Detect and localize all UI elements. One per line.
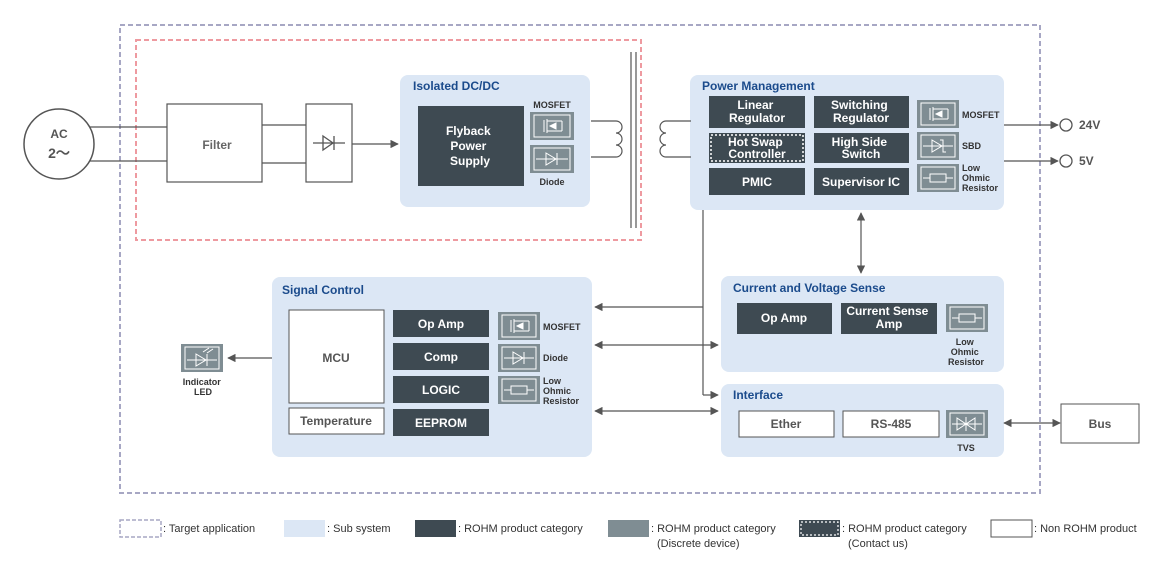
legend-discrete-label: : ROHM product category (Discrete device…	[651, 523, 779, 550]
pmic-label: PMIC	[742, 175, 772, 189]
flyback-power-supply	[418, 106, 524, 186]
supervisor-ic	[814, 168, 909, 195]
legend-contact-swatch	[799, 520, 840, 537]
pm-resistor-label: Low Ohmic Resistor	[962, 163, 999, 193]
contact-us-dotted-frame	[710, 134, 804, 162]
supervisor-ic-label: Supervisor IC	[822, 175, 900, 189]
legend-target-label: : Target application	[163, 523, 255, 535]
output-24v-label: 24V	[1079, 118, 1100, 132]
sc-mosfet-label: MOSFET	[543, 322, 581, 332]
sc-op-amp-label: Op Amp	[418, 317, 464, 331]
sc-logic-label: LOGIC	[422, 383, 460, 397]
bus-block	[1060, 403, 1140, 444]
output-5v-terminal	[1059, 154, 1073, 168]
mcu-label: MCU	[322, 351, 349, 365]
sc-resistor-label: Low Ohmic Resistor	[543, 376, 580, 406]
interface-title: Interface	[733, 388, 783, 402]
cv-resistor-label: Low Ohmic Resistor	[948, 337, 985, 367]
legend-non-rohm-label: : Non ROHM product	[1034, 523, 1137, 535]
ac-label: AC	[50, 127, 68, 141]
sc-op-amp	[393, 310, 489, 337]
ether-block	[738, 410, 835, 438]
led-icon	[184, 346, 220, 370]
legend-discrete-swatch	[608, 520, 649, 537]
diode-icon	[533, 147, 571, 171]
ac-source-icon	[23, 108, 95, 180]
flyback-label: Flyback Power Supply	[446, 124, 494, 168]
rs485-label: RS-485	[871, 417, 912, 431]
switching-regulator	[814, 96, 909, 128]
sc-diode-label: Diode	[543, 353, 568, 363]
pm-mosfet-label: MOSFET	[962, 110, 1000, 120]
legend-contact-label: : ROHM product category (Contact us)	[842, 523, 970, 550]
legend-subsystem-label: : Sub system	[327, 523, 391, 535]
isolated-mosfet-label: MOSFET	[533, 100, 571, 110]
cv-op-amp-label: Op Amp	[761, 311, 807, 325]
tvs-diode-icon	[949, 412, 985, 436]
ac-voltage-label: 2～	[48, 145, 70, 161]
mosfet-icon	[920, 102, 956, 126]
temperature-label: Temperature	[300, 414, 372, 428]
filter-label: Filter	[202, 138, 232, 152]
sc-logic	[393, 376, 489, 403]
sc-eeprom	[393, 409, 489, 436]
output-24v-terminal	[1059, 118, 1073, 132]
resistor-icon	[949, 306, 985, 330]
isolated-diode-label: Diode	[539, 177, 564, 187]
sbd-diode-icon	[920, 134, 956, 158]
legend-non-rohm-swatch	[990, 519, 1033, 538]
rectifier-diode-icon	[313, 134, 345, 152]
temperature-block	[288, 407, 385, 435]
legend-rohm-swatch	[415, 520, 456, 537]
legend-target-swatch	[119, 519, 162, 538]
bus-label: Bus	[1089, 417, 1112, 431]
hot-swap-controller	[709, 133, 805, 163]
target-application-boundary	[119, 24, 1041, 494]
legend-subsystem-swatch	[284, 520, 325, 537]
current-voltage-title: Current and Voltage Sense	[733, 281, 886, 295]
tvs-label: TVS	[957, 443, 975, 453]
resistor-icon	[501, 378, 537, 402]
signal-control-title: Signal Control	[282, 283, 364, 297]
ether-label: Ether	[771, 417, 802, 431]
legend-contact-dotted-frame	[800, 521, 839, 536]
current-sense-amp-label: Current Sense Amp	[846, 304, 931, 331]
sc-comp	[393, 343, 489, 370]
output-5v-label: 5V	[1079, 154, 1094, 168]
isolated-dcdc-title: Isolated DC/DC	[413, 79, 500, 93]
resistor-icon	[920, 166, 956, 190]
current-sense-amp	[841, 303, 937, 334]
cv-op-amp	[737, 303, 832, 334]
mosfet-icon	[501, 314, 537, 338]
indicator-led-label: Indicator LED	[183, 377, 224, 397]
sc-eeprom-label: EEPROM	[415, 416, 467, 430]
linear-regulator	[709, 96, 805, 128]
power-management-title: Power Management	[702, 79, 815, 93]
pm-sbd-label: SBD	[962, 141, 982, 151]
diode-icon	[501, 346, 537, 370]
switching-regulator-label: Switching Regulator	[831, 98, 891, 125]
mosfet-icon	[533, 114, 571, 138]
high-side-switch	[814, 133, 909, 163]
sc-comp-label: Comp	[424, 350, 458, 364]
primary-side-boundary	[135, 39, 642, 241]
pmic	[709, 168, 805, 195]
legend-rohm-label: : ROHM product category	[458, 523, 583, 535]
linear-regulator-label: Linear Regulator	[729, 98, 785, 125]
filter-block	[166, 103, 263, 183]
hot-swap-label: Hot Swap Controller	[728, 135, 786, 161]
high-side-switch-label: High Side Switch	[832, 135, 891, 161]
mcu-block	[288, 309, 385, 404]
rs485-block	[842, 410, 940, 438]
